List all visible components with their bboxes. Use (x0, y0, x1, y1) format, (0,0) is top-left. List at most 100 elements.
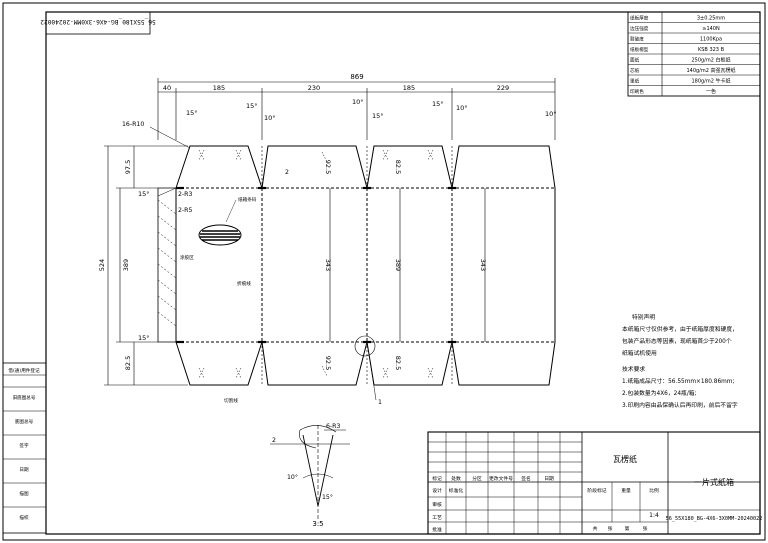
spec-value-6: 180g/m2 牛卡纸 (691, 78, 730, 85)
detail-angle-10: 10° (287, 473, 298, 481)
dim-top-flap: 97.5 (124, 160, 132, 174)
tb-role-3: 标准化 (449, 487, 464, 494)
dim-bottom-flap: 82.5 (124, 356, 132, 370)
flap-markings (198, 149, 434, 379)
spec-line-0: 1.纸箱成品尺寸：56.55mm×180.86mm; (622, 377, 734, 385)
dim-right-height: 343 (479, 259, 487, 271)
tb-role-2: 工艺 (432, 515, 442, 521)
dim-panel3: 185 (403, 84, 415, 92)
detail-scale: 3:5 (312, 520, 323, 528)
spec-value-5: 140g/m2 高强瓦楞纸 (686, 67, 735, 74)
dim-total-width: 869 (350, 73, 363, 81)
dim-bottom-flap-right: 82.5 (394, 356, 402, 370)
dim-panel1: 185 (213, 84, 225, 92)
dim-top-flap-mid: 92.5 (324, 160, 332, 174)
strip-label-4: 日期 (19, 467, 29, 473)
detail-num-2: 2 (272, 437, 276, 444)
detail-view (270, 425, 350, 520)
notes-block: 特别声明 本纸箱尺寸仅供参考，由于纸箱厚度和硬度， 包装产品形态等因素，现纸箱首… (622, 313, 738, 409)
label-barcode: 纸箱条码 (238, 196, 257, 203)
spec-key-7: 印刷色 (630, 88, 644, 95)
notes-line-0: 本纸箱尺寸仅供参考，由于纸箱厚度和硬度， (622, 325, 738, 333)
callout-2a: 2 (285, 169, 289, 176)
rotated-drawing-number: 56_55X180_BG-4X6-3X0MM-20240022 (40, 18, 156, 25)
dieline (157, 145, 556, 386)
label-glue: 涂胶区 (180, 254, 194, 261)
spec-value-7: 一色 (706, 88, 716, 95)
angle-9: 15° (138, 190, 150, 198)
spec-value-4: 250g/m2 白板纸 (691, 57, 730, 64)
dim-top-flap-mid2: 82.5 (394, 160, 402, 174)
spec-key-2: 耐破度 (630, 36, 644, 43)
tb-product: 瓦楞纸 (613, 454, 637, 464)
rotated-number-box (45, 11, 151, 35)
spec-value-2: 1100Kpa (700, 37, 722, 43)
angle-labels: 15° 15° 10° 10° 15° 15° 10° 10° 15° 15° (138, 98, 557, 342)
callout-r3: 2-R3 (178, 191, 192, 198)
strip-label-0: 借(通)用件登记 (8, 367, 40, 374)
angle-1: 15° (246, 102, 258, 110)
tb-name: 一片式纸箱 (694, 477, 734, 487)
dim-panel4: 229 (497, 84, 509, 92)
label-crease: 折痕线 (237, 280, 251, 287)
spec-key-6: 里纸 (630, 78, 640, 85)
dim-bottom-flap-mid: 92.5 (324, 356, 332, 370)
tb-role-4: 批准 (432, 526, 442, 533)
spec-value-0: 3±0.25mm (697, 16, 725, 22)
spec-value-3: KSB 323 B (698, 47, 725, 53)
dimension-lines (104, 78, 556, 386)
angle-2: 10° (264, 114, 276, 122)
angle-7: 10° (545, 110, 557, 118)
strip-label-6: 描校 (19, 514, 29, 521)
dim-mid-height2: 389 (394, 259, 402, 271)
strip-label-1: 旧底图总号 (13, 394, 36, 401)
callout-marker-1: 1 (378, 399, 382, 406)
tb-row-0: 标记 (432, 475, 442, 482)
angle-6: 10° (456, 104, 468, 112)
tb-col-1: 重量 (621, 487, 631, 494)
tb-sheet-0: 共 (593, 525, 598, 532)
title-block (427, 431, 761, 535)
notes-line-2: 纸箱试机使用 (622, 349, 657, 357)
tb-row-3: 更改文件号 (489, 475, 513, 482)
callout-r10: 16-R10 (122, 121, 144, 128)
angle-5: 15° (432, 100, 444, 108)
spec-line-1: 2.包装数量为4X6，24瓶/箱; (622, 389, 697, 397)
left-strip: 借(通)用件登记 旧底图总号 底图总号 签字 日期 描图 描校 (2, 362, 47, 534)
tb-col-2: 比例 (649, 487, 659, 494)
angle-3: 10° (352, 98, 364, 106)
tb-row-2: 分区 (472, 475, 482, 482)
detail-r3: 6-R3 (326, 423, 340, 430)
tb-row-4: 签名 (521, 475, 531, 482)
spec-key-3: 纸板楞型 (630, 46, 649, 53)
angle-4: 15° (372, 112, 384, 120)
dim-panel2: 230 (308, 84, 320, 92)
callouts: 16-R10 2-R3 2-R5 2 1 (122, 121, 382, 406)
title-block-text: 标记 处数 分区 更改文件号 签名 日期 设计 审核 工艺 标准化 批准 阶段标… (432, 475, 659, 533)
tb-drawing-number: 56_55X180_BG-4X6-3X0MM-20240022 (666, 516, 763, 522)
dim-body-height: 389 (122, 259, 130, 271)
strip-label-3: 签字 (19, 442, 29, 449)
notes-title: 特别声明 (632, 313, 655, 321)
dim-glue-flap: 40 (163, 84, 171, 92)
side-labels: 纸箱条码 涂胶区 折痕线 切割线 (180, 196, 257, 404)
spec-key-5: 芯纸 (630, 67, 640, 74)
spec-key-0: 纸板厚度 (630, 15, 649, 22)
spec-title: 技术要求 (622, 365, 645, 373)
tb-row-1: 处数 (451, 475, 461, 482)
tb-row-5: 日期 (544, 476, 554, 482)
tb-sheet-2: 第 (625, 525, 630, 532)
notes-line-1: 包装产品形态等因素，现纸箱首少于200个 (622, 337, 732, 345)
tb-sheet-1: 张 (608, 525, 613, 532)
strip-label-5: 描图 (19, 490, 29, 497)
barcode-area (198, 224, 242, 246)
tb-role-0: 设计 (432, 487, 442, 494)
spec-key-4: 面纸 (630, 57, 640, 64)
callout-r5: 2-R5 (178, 207, 192, 214)
angle-0: 15° (186, 109, 198, 117)
spec-line-2: 3.印刷内容由品保确认后再印刷，前后不留字 (622, 401, 738, 409)
spec-key-1: 边压强度 (630, 25, 649, 32)
